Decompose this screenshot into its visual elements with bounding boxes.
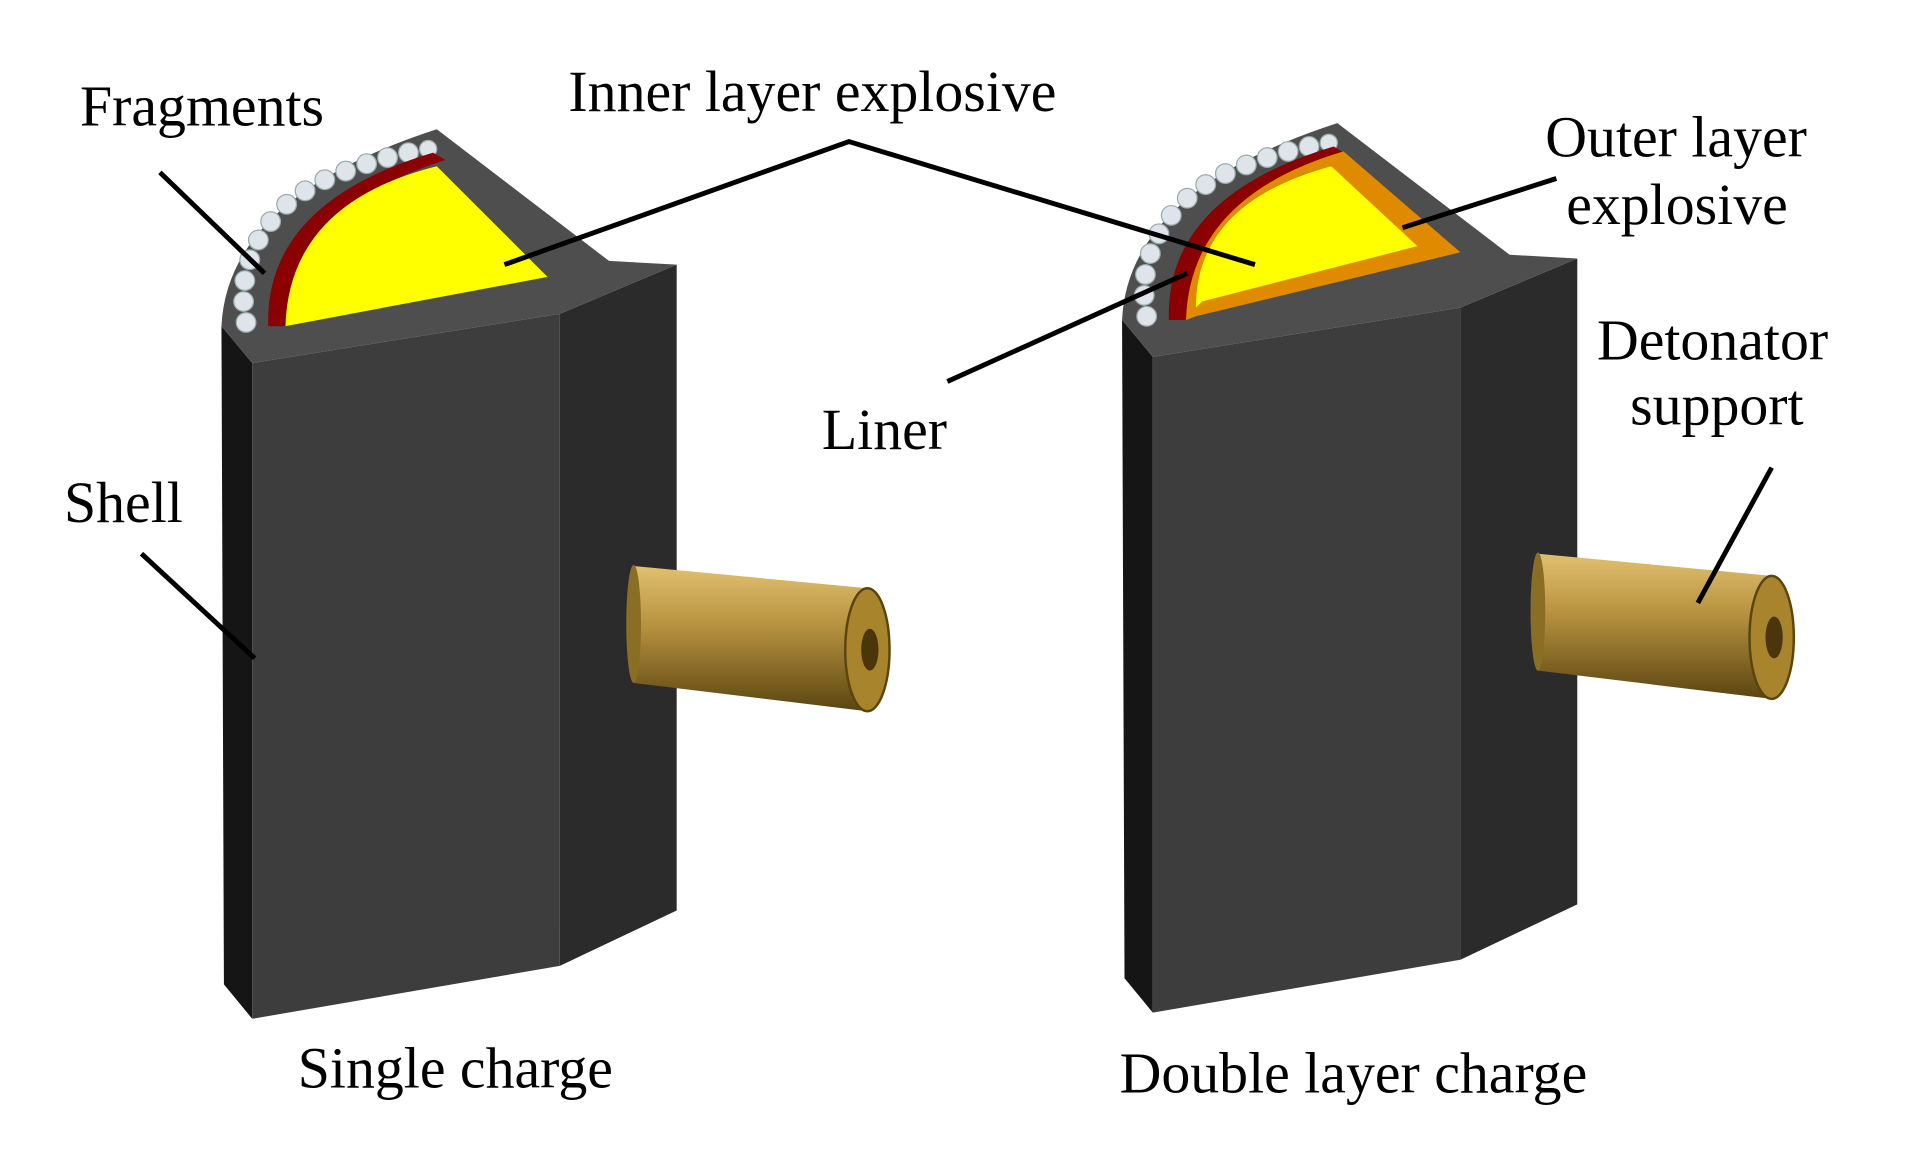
- inner-explosive: [285, 166, 548, 327]
- liner: [268, 152, 446, 327]
- label-fragments: Fragments: [80, 74, 324, 139]
- caption-single-charge: Single charge: [298, 1036, 613, 1101]
- label-liner: Liner: [822, 397, 947, 462]
- label-shell: Shell: [64, 470, 183, 535]
- label-inner-explosive: Inner layer explosive: [568, 59, 1056, 124]
- leader-lines: [139, 138, 1774, 661]
- label-detonator-line1: Detonator: [1597, 307, 1828, 372]
- label-detonator-line2: support: [1630, 373, 1803, 438]
- label-outer-explosive-line1: Outer layer: [1545, 104, 1807, 169]
- caption-double-charge: Double layer charge: [1120, 1041, 1588, 1106]
- label-outer-explosive-line2: explosive: [1566, 172, 1788, 237]
- single-charge-model: [221, 129, 891, 1019]
- double-charge-model: [1122, 123, 1796, 1013]
